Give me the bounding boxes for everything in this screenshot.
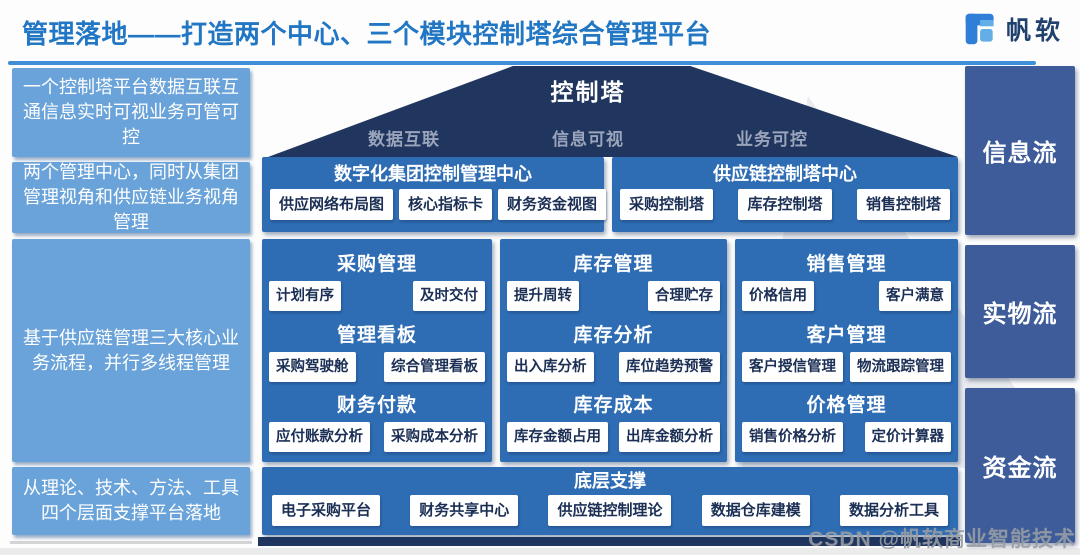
foundation-title: 底层支撑 xyxy=(574,471,646,491)
pyramid-title: 控制塔 xyxy=(550,79,626,105)
chip-outbound-amount-analysis: 出库金额分析 xyxy=(619,421,720,452)
csdn-watermark: CSDN @帆软商业智能技术 xyxy=(808,528,1076,551)
section-title: 财务付款 xyxy=(336,394,417,416)
section-items: 客户授信管理 物流跟踪管理 xyxy=(742,351,951,382)
bottom-navy-shadow-bar xyxy=(258,537,960,546)
page-title: 管理落地——打造两个中心、三个模块控制塔综合管理平台 xyxy=(22,19,712,49)
chip-procurement-tower: 采购控制塔 xyxy=(620,189,714,220)
chip-location-trend-alert: 库位趋势预警 xyxy=(619,351,720,382)
chip-customer-satisfaction: 客户满意 xyxy=(879,281,951,312)
section-items: 提升周转 合理贮存 xyxy=(507,281,720,312)
section-procurement-mgmt: 采购管理 计划有序 及时交付 xyxy=(269,249,485,312)
bottom-gray-line xyxy=(10,541,252,544)
section-items: 应付账款分析 采购成本分析 xyxy=(269,421,485,452)
chip-procurement-cost-analysis: 采购成本分析 xyxy=(384,421,485,452)
pyramid-feature-info: 信息可视 xyxy=(552,130,624,149)
chip-reasonable-stock: 合理贮存 xyxy=(648,281,720,312)
brand-logo: 帆软 xyxy=(963,11,1064,47)
chip-data-warehouse-modeling: 数据仓库建模 xyxy=(701,495,810,526)
chip-on-time-delivery: 及时交付 xyxy=(413,281,485,312)
foundation-panel: 底层支撑 电子采购平台 财务共享中心 供应链控制理论 数据仓库建模 数据分析工具 xyxy=(262,467,958,535)
note-two-centers: 两个管理中心，同时从集团管理视角和供应链业务视角管理 xyxy=(12,162,250,233)
chip-improve-turnover: 提升周转 xyxy=(507,281,579,312)
group-control-center-title: 数字化集团控制管理中心 xyxy=(334,164,532,184)
module-column-sales: 销售管理 价格信用 客户满意 客户管理 客户授信管理 物流跟踪管理 价格管理 销… xyxy=(735,239,958,462)
note-one-platform: 一个控制塔平台数据互联互通信息实时可视业务可管可控 xyxy=(12,68,250,157)
section-items: 采购驾驶舱 综合管理看板 xyxy=(269,351,485,382)
pyramid-feature-data: 数据互联 xyxy=(368,130,440,149)
chip-procurement-cockpit: 采购驾驶舱 xyxy=(269,351,356,382)
bottom-gray-strip xyxy=(0,548,1080,555)
group-control-center-items: 供应网络布局图 核心指标卡 财务资金视图 xyxy=(270,189,607,220)
section-items: 价格信用 客户满意 xyxy=(742,281,951,312)
module-column-procurement: 采购管理 计划有序 及时交付 管理看板 采购驾驶舱 综合管理看板 财务付款 应付… xyxy=(262,239,492,462)
flow-label-capital: 资金流 xyxy=(965,388,1075,543)
section-title: 库存成本 xyxy=(573,394,654,416)
chip-sales-tower: 销售控制塔 xyxy=(856,189,950,220)
section-items: 计划有序 及时交付 xyxy=(269,281,485,312)
section-customer-mgmt: 客户管理 客户授信管理 物流跟踪管理 xyxy=(742,320,951,382)
chip-inventory-tower: 库存控制塔 xyxy=(738,189,832,220)
section-mgmt-kanban: 管理看板 采购驾驶舱 综合管理看板 xyxy=(269,320,485,382)
chip-core-kpi-card: 核心指标卡 xyxy=(399,189,493,220)
title-divider-line xyxy=(8,61,1036,65)
chip-pricing-calculator: 定价计算器 xyxy=(864,421,951,452)
chip-finance-shared-center: 财务共享中心 xyxy=(410,495,519,526)
section-inventory-cost: 库存成本 库存金额占用 出库金额分析 xyxy=(507,390,720,452)
section-finance-payment: 财务付款 应付账款分析 采购成本分析 xyxy=(269,390,485,452)
chip-in-out-analysis: 出入库分析 xyxy=(507,351,594,382)
chip-finance-fund-view: 财务资金视图 xyxy=(498,189,607,220)
chip-supply-chain-control-theory: 供应链控制理论 xyxy=(548,495,672,526)
supply-chain-tower-panel: 供应链控制塔中心 采购控制塔 库存控制塔 销售控制塔 xyxy=(612,157,958,232)
pyramid-feature-row: 数据互联 信息可视 业务可控 xyxy=(368,125,808,150)
section-price-mgmt: 价格管理 销售价格分析 定价计算器 xyxy=(742,390,951,452)
foundation-items: 电子采购平台 财务共享中心 供应链控制理论 数据仓库建模 数据分析工具 xyxy=(272,495,948,526)
chip-logistics-tracking-mgmt: 物流跟踪管理 xyxy=(850,351,951,382)
chip-sales-price-analysis: 销售价格分析 xyxy=(742,421,843,452)
brand-name: 帆软 xyxy=(1005,17,1064,45)
section-title: 采购管理 xyxy=(336,254,417,276)
section-title: 管理看板 xyxy=(336,324,417,346)
pyramid-feature-business: 业务可控 xyxy=(736,130,808,149)
section-inventory-analysis: 库存分析 出入库分析 库位趋势预警 xyxy=(507,320,720,382)
control-tower-pyramid: 控制塔 数据互联 信息可视 业务可控 xyxy=(268,66,958,157)
section-inventory-mgmt: 库存管理 提升周转 合理贮存 xyxy=(507,249,720,312)
section-title: 价格管理 xyxy=(806,394,887,416)
chip-inventory-amount-occupied: 库存金额占用 xyxy=(507,421,608,452)
chip-plan-orderly: 计划有序 xyxy=(269,281,341,312)
chip-comprehensive-kanban: 综合管理看板 xyxy=(384,351,485,382)
section-title: 销售管理 xyxy=(806,254,887,276)
section-title: 客户管理 xyxy=(806,324,887,346)
chip-price-credit: 价格信用 xyxy=(742,281,814,312)
chip-data-analysis-tools: 数据分析工具 xyxy=(839,495,948,526)
chip-e-procurement-platform: 电子采购平台 xyxy=(272,495,381,526)
section-title: 库存管理 xyxy=(573,254,654,276)
section-title: 库存分析 xyxy=(573,324,654,346)
flow-label-information: 信息流 xyxy=(965,66,1075,235)
section-items: 销售价格分析 定价计算器 xyxy=(742,421,951,452)
section-items: 库存金额占用 出库金额分析 xyxy=(507,421,720,452)
chip-customer-credit-mgmt: 客户授信管理 xyxy=(742,351,843,382)
chip-payable-analysis: 应付账款分析 xyxy=(269,421,370,452)
chip-supply-network-map: 供应网络布局图 xyxy=(270,189,394,220)
flow-label-physical: 实物流 xyxy=(965,245,1075,378)
supply-chain-tower-title: 供应链控制塔中心 xyxy=(713,164,857,184)
module-column-inventory: 库存管理 提升周转 合理贮存 库存分析 出入库分析 库位趋势预警 库存成本 库存… xyxy=(500,239,727,462)
note-three-processes: 基于供应链管理三大核心业务流程，并行多线程管理 xyxy=(12,239,250,462)
supply-chain-tower-items: 采购控制塔 库存控制塔 销售控制塔 xyxy=(620,189,950,220)
section-items: 出入库分析 库位趋势预警 xyxy=(507,351,720,382)
note-four-layers: 从理论、技术、方法、工具四个层面支撑平台落地 xyxy=(12,467,250,535)
section-sales-mgmt: 销售管理 价格信用 客户满意 xyxy=(742,249,951,312)
group-control-center-panel: 数字化集团控制管理中心 供应网络布局图 核心指标卡 财务资金视图 xyxy=(262,157,607,232)
fanruan-logo-icon xyxy=(963,11,999,47)
